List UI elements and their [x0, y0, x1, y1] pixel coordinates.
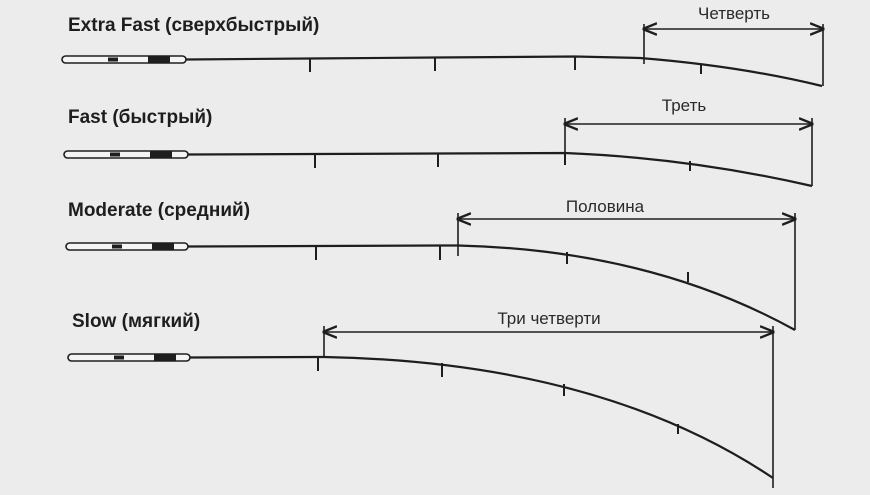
- rod-title-slow: Slow (мягкий): [72, 311, 201, 332]
- rod-handle: [61, 55, 187, 64]
- rod-fast: [63, 118, 813, 188]
- rod-blank: [187, 151, 813, 188]
- rod-guides: [317, 357, 679, 434]
- rod-handle: [65, 242, 189, 251]
- rod-slow: [67, 326, 774, 488]
- span-label-moderate: Половина: [565, 197, 645, 216]
- rod-title-extra-fast: Extra Fast (сверхбыстрый): [68, 15, 320, 36]
- rod-guides: [315, 246, 689, 282]
- rod-handle: [67, 353, 191, 362]
- span-label-fast: Треть: [661, 96, 707, 115]
- rod-handle: [63, 150, 189, 159]
- rod-moderate: [65, 213, 796, 331]
- span-label-extra-fast: Четверть: [697, 4, 771, 23]
- rod-title-moderate: Moderate (средний): [68, 200, 251, 221]
- rod-extra-fast: [61, 24, 823, 88]
- rod-blank: [189, 355, 774, 479]
- rod-blank: [187, 244, 796, 331]
- rod-title-fast: Fast (быстрый): [68, 107, 213, 128]
- span-label-slow: Три четверти: [497, 309, 601, 328]
- rod-guides: [314, 153, 691, 171]
- rod-guides: [309, 57, 702, 74]
- rod-blank: [185, 55, 823, 88]
